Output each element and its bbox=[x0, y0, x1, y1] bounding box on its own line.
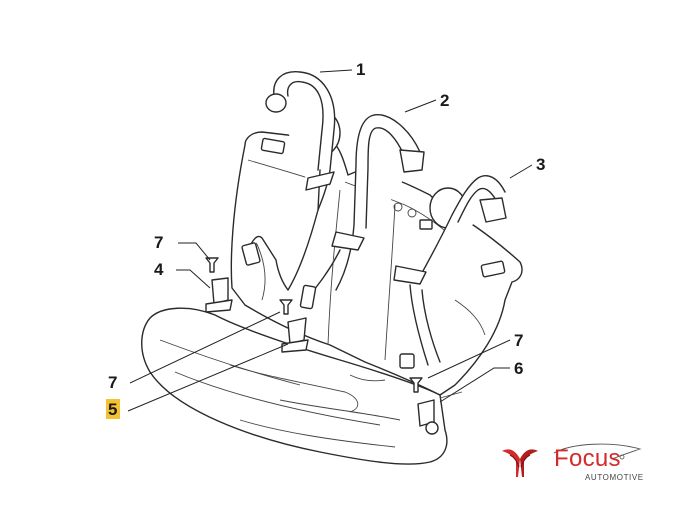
callout-6: 6 bbox=[514, 359, 523, 378]
logo-subtitle: AUTOMOTIVE bbox=[585, 473, 644, 482]
seat-belt-2 bbox=[299, 114, 425, 310]
part-4-buckle bbox=[205, 277, 233, 313]
part-5-buckle bbox=[281, 317, 309, 353]
callout-7-right: 7 bbox=[514, 331, 523, 350]
callout-7-left: 7 bbox=[108, 373, 117, 392]
callout-4: 4 bbox=[154, 260, 164, 279]
callout-7-top: 7 bbox=[154, 233, 163, 252]
seat-belt-3 bbox=[393, 174, 507, 369]
callout-5-highlight bbox=[106, 399, 120, 419]
callout-3: 3 bbox=[536, 155, 545, 174]
logo-word: Focus bbox=[554, 445, 621, 472]
logo-mark-icon bbox=[502, 449, 538, 477]
leader-lines bbox=[127, 69, 533, 412]
callout-1: 1 bbox=[356, 60, 365, 79]
focus-automotive-logo: Focus AUTOMOTIVE bbox=[496, 441, 646, 487]
callout-labels: 1 2 3 7 4 7 5 7 6 bbox=[106, 60, 545, 419]
callout-5: 5 bbox=[108, 400, 117, 419]
part-7-bolts bbox=[205, 257, 423, 393]
logo-swoosh-icon bbox=[553, 443, 642, 460]
seat-belt-1 bbox=[241, 71, 336, 291]
callout-2: 2 bbox=[440, 91, 449, 110]
seat-cushion bbox=[141, 307, 448, 465]
